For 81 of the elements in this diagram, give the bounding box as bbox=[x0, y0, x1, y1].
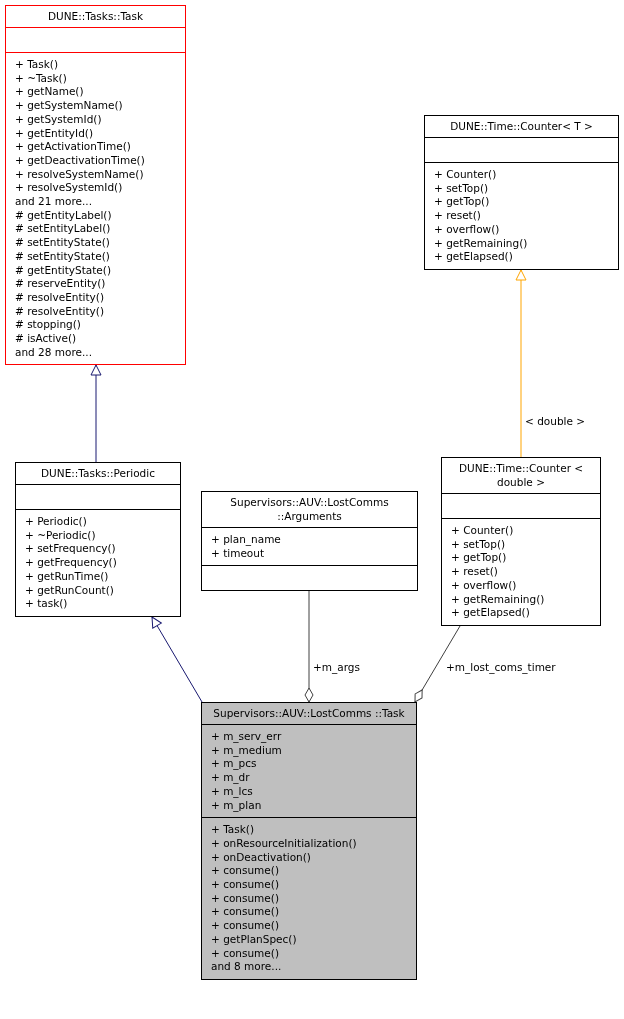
member-text: + consume() bbox=[211, 946, 280, 961]
class-name: Supervisors::AUV::LostComms ::Arguments bbox=[229, 495, 390, 524]
member-text: + ~Periodic() bbox=[25, 528, 97, 543]
class-box bbox=[201, 491, 418, 592]
member-text: and 28 more... bbox=[15, 345, 93, 360]
member-text: + m_medium bbox=[211, 743, 283, 758]
member-text: # resolveEntity() bbox=[15, 304, 105, 319]
inheritance-arrow bbox=[151, 616, 203, 703]
member-text: + m_plan bbox=[211, 798, 263, 813]
member-text: # setEntityLabel() bbox=[15, 222, 112, 237]
aggregation-line bbox=[304, 590, 314, 703]
member-text: + getName() bbox=[15, 85, 85, 100]
class-box bbox=[424, 115, 619, 270]
edge-label: +m_args bbox=[312, 661, 361, 674]
member-text: + ~Task() bbox=[15, 71, 68, 86]
member-text: + resolveSystemId() bbox=[15, 181, 124, 196]
class-name: Supervisors::AUV::LostComms ::Task bbox=[212, 706, 406, 721]
member-text: + getEntityId() bbox=[15, 126, 94, 141]
member-text: # setEntityState() bbox=[15, 236, 111, 250]
member-text: + getRemaining() bbox=[451, 592, 546, 607]
member-text: + setTop() bbox=[451, 537, 507, 552]
member-text: # isActive() bbox=[15, 332, 78, 346]
member-text: + getDeactivationTime() bbox=[15, 153, 146, 168]
member-text: + timeout bbox=[211, 546, 266, 561]
class-box bbox=[201, 702, 417, 980]
member-text: + getElapsed() bbox=[434, 250, 514, 264]
edge-label: +m_lost_coms_timer bbox=[445, 661, 557, 674]
class-name: DUNE::Tasks::Task bbox=[46, 9, 145, 24]
member-text: + consume() bbox=[211, 864, 280, 879]
member-text: + m_dr bbox=[211, 771, 251, 785]
member-text: + task() bbox=[25, 597, 69, 611]
member-text: # reserveEntity() bbox=[15, 277, 107, 291]
member-text: + getElapsed() bbox=[451, 606, 531, 620]
member-text: + Task() bbox=[211, 823, 255, 837]
member-text: + m_lcs bbox=[211, 784, 254, 799]
inheritance-arrow bbox=[90, 364, 102, 463]
member-text: and 8 more... bbox=[211, 960, 283, 974]
member-text: + consume() bbox=[211, 919, 280, 933]
class-box bbox=[441, 457, 601, 626]
member-text: # setEntityState() bbox=[15, 249, 111, 264]
class-name: DUNE::Tasks::Periodic bbox=[40, 466, 156, 481]
member-text: + getSystemId() bbox=[15, 112, 103, 127]
member-text: and 21 more... bbox=[15, 195, 93, 209]
member-text: + setFrequency() bbox=[25, 542, 117, 557]
member-text: + m_pcs bbox=[211, 757, 258, 772]
member-text: + getTop() bbox=[434, 195, 491, 210]
member-text: + onDeactivation() bbox=[211, 850, 312, 865]
member-text: + consume() bbox=[211, 905, 280, 920]
member-text: + getSystemName() bbox=[15, 99, 124, 113]
member-text: + resolveSystemName() bbox=[15, 167, 145, 182]
member-text: + getPlanSpec() bbox=[211, 932, 298, 947]
member-text: + getTop() bbox=[451, 551, 508, 566]
member-text: + onResourceInitialization() bbox=[211, 836, 358, 851]
inheritance-arrow bbox=[515, 269, 527, 458]
member-text: + Counter() bbox=[434, 168, 498, 182]
member-text: + reset() bbox=[434, 209, 482, 223]
member-text: + overflow() bbox=[434, 222, 501, 237]
member-text: + Counter() bbox=[451, 524, 515, 538]
member-text: + overflow() bbox=[451, 578, 518, 593]
member-text: + getRunCount() bbox=[25, 583, 115, 598]
member-text: + m_serv_err bbox=[211, 730, 283, 744]
member-text: + getRemaining() bbox=[434, 236, 529, 251]
class-name: DUNE::Time::Counter < double > bbox=[457, 461, 585, 490]
member-text: + consume() bbox=[211, 891, 280, 906]
aggregation-line bbox=[414, 625, 461, 703]
class-box bbox=[15, 462, 181, 617]
class-name: DUNE::Time::Counter< T > bbox=[449, 119, 594, 134]
member-text: + Periodic() bbox=[25, 515, 88, 529]
member-text: + setTop() bbox=[434, 181, 490, 196]
member-text: + getFrequency() bbox=[25, 556, 118, 570]
member-text: # resolveEntity() bbox=[15, 290, 105, 305]
member-text: + getRunTime() bbox=[25, 569, 110, 584]
member-text: + consume() bbox=[211, 878, 280, 892]
member-text: + reset() bbox=[451, 565, 499, 579]
edge-label: < double > bbox=[524, 415, 587, 428]
member-text: # getEntityLabel() bbox=[15, 208, 113, 223]
member-text: + plan_name bbox=[211, 533, 282, 547]
member-text: + Task() bbox=[15, 58, 59, 72]
member-text: + getActivationTime() bbox=[15, 140, 132, 154]
member-text: # getEntityState() bbox=[15, 263, 113, 278]
member-text: # stopping() bbox=[15, 318, 82, 333]
